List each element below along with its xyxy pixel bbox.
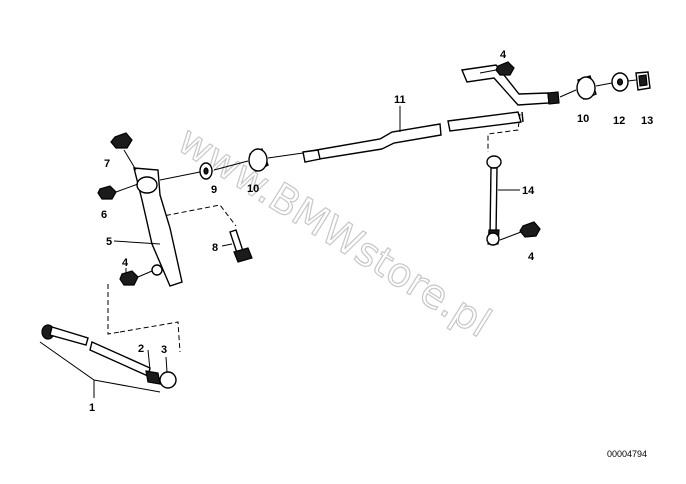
nut-4-right-lower [519,221,541,238]
callout-4-left: 4 [122,257,129,269]
link-rod-14 [486,155,502,246]
break-bracket-rod [487,113,521,152]
callout-13: 13 [641,115,653,127]
callout-12: 12 [613,115,625,127]
pull-rod [41,324,177,389]
callout-10-left: 10 [247,183,259,195]
nut-7 [110,132,133,149]
callout-11: 11 [394,94,406,106]
washer-9 [199,162,213,180]
callout-1: 1 [89,402,95,414]
nut-6 [97,185,117,200]
linkage-rod [302,64,560,163]
lever-arm [133,167,183,287]
clip-13 [635,71,651,91]
break-bracket-upper [157,204,237,227]
callout-10-right: 10 [577,113,589,125]
callout-14: 14 [522,185,535,197]
break-bracket-lower-left [107,284,121,335]
callout-9: 9 [211,184,217,196]
callout-8: 8 [212,242,218,254]
nut-4-top [495,61,515,76]
bolt-8 [229,229,253,263]
bushing-10-left [248,148,269,172]
callout-3: 3 [161,344,167,356]
washer-12 [611,72,629,92]
nut-4-left [119,270,139,286]
callout-7: 7 [104,158,110,170]
callout-5: 5 [106,236,112,248]
document-number: 00004794 [607,449,648,459]
callout-2: 2 [138,343,144,355]
bushing-10-right [576,75,597,100]
callout-6: 6 [101,209,107,221]
callout-4-right: 4 [528,251,535,263]
break-bracket-lower-right [119,321,181,353]
callout-4-top: 4 [500,49,507,61]
